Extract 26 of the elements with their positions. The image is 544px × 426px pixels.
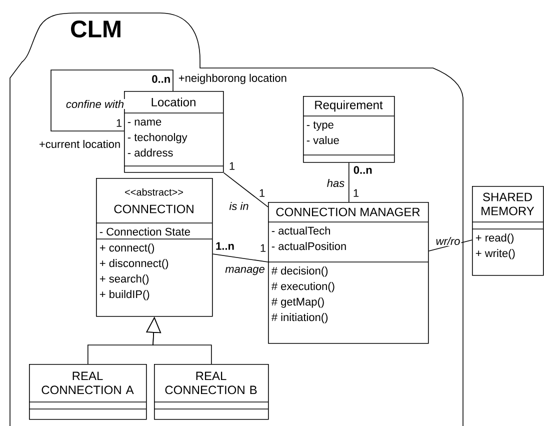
- role-name: 0..n: [152, 75, 170, 83]
- class-box: REAL CONNECTION B: [154, 364, 269, 420]
- role-name: 1..n: [216, 242, 234, 250]
- edge-label: confine with: [64, 98, 126, 110]
- association-line: [50, 70, 174, 132]
- role-name: +neighborong location: [178, 74, 286, 84]
- class-box: REAL CONNECTION A: [28, 364, 147, 420]
- edge-label: is in: [228, 200, 250, 212]
- multiplicity: 1: [260, 244, 266, 252]
- edge-label: has: [326, 178, 346, 188]
- class-box: Location - name - techonolgy - address: [124, 91, 224, 173]
- association-line: [212, 254, 268, 262]
- class-box: <<abstract>> CONNECTION - Connection State + connect() + disconnect() + search() + buildIP(): [96, 178, 213, 317]
- association-line: [223, 172, 268, 208]
- edge-label: manage: [224, 266, 266, 276]
- class-box: Requirement - type - value: [302, 96, 395, 163]
- class-box: SHARED MEMORY + read() + write(): [472, 186, 544, 276]
- role-name: 0..n: [354, 166, 372, 174]
- multiplicity: 1: [230, 162, 235, 170]
- association-line: [348, 162, 350, 202]
- class-box: CONNECTION MANAGER - actualTech - actualPosition # decision() # execution() # getMap() # initiation(): [268, 202, 429, 344]
- edge-label: wr/ro: [434, 236, 462, 246]
- multiplicity: 1: [260, 189, 265, 197]
- multiplicity: 1: [116, 119, 122, 127]
- role-name: +current location: [40, 140, 120, 148]
- multiplicity: 1: [354, 189, 359, 197]
